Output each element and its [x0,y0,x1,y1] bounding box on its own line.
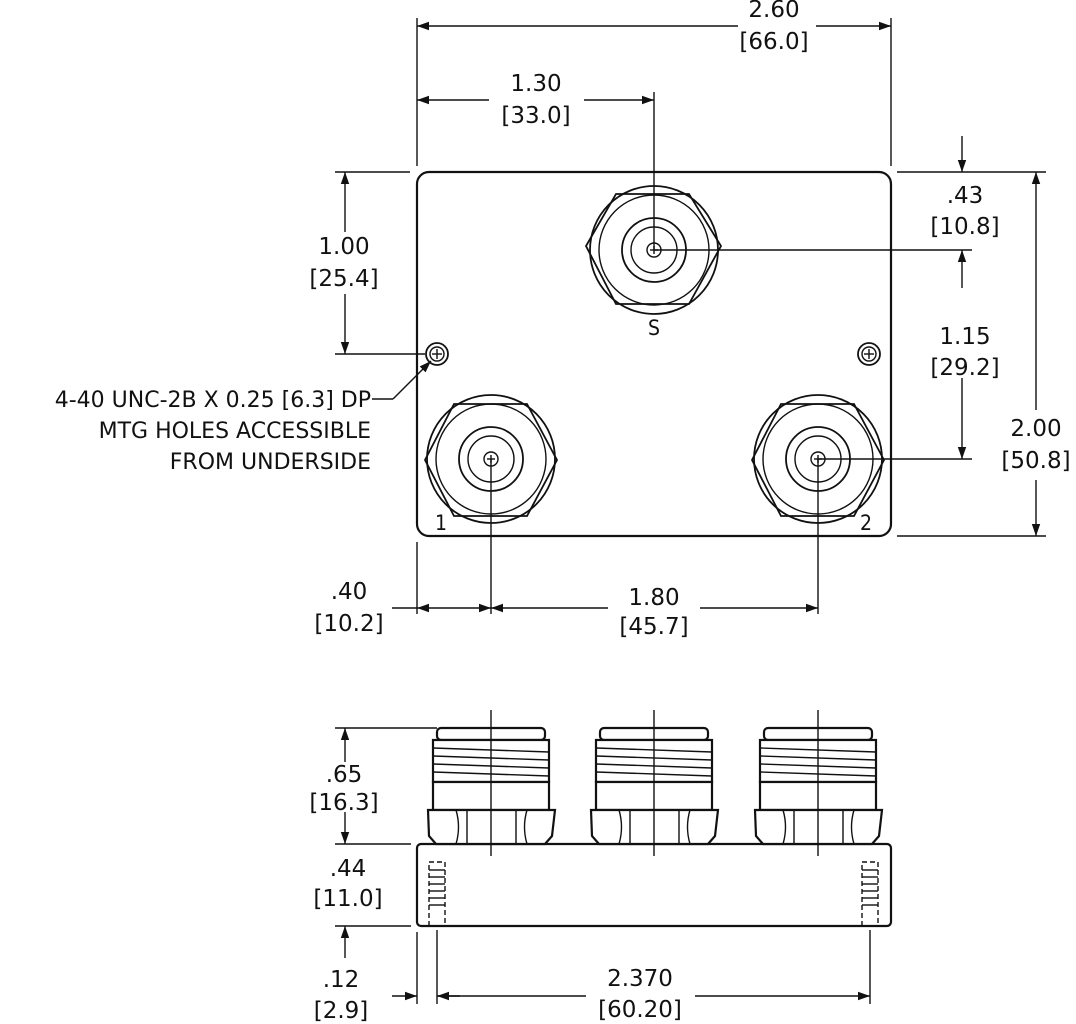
dim-port-spacing: 1.80 [45.7] [491,585,818,640]
svg-text:.65: .65 [326,762,363,788]
dim-connector-height: .65 [16.3] [309,728,379,844]
svg-text:[66.0]: [66.0] [739,29,808,55]
dim-s-to-ports: 1.15 [29.2] [930,324,1000,459]
dim-height: 2.00 [50.8] [1001,172,1071,536]
svg-text:4-40 UNC-2B X 0.25 [6.3] DP: 4-40 UNC-2B X 0.25 [6.3] DP [55,388,371,413]
svg-text:1.30: 1.30 [510,71,561,97]
side-connector-2 [753,710,884,856]
svg-text:1.80: 1.80 [628,585,679,611]
svg-text:.44: .44 [330,856,367,882]
dim-hole-from-top: 1.00 [25.4] [309,172,379,354]
dim-port1-offset: .40 [10.2] [314,579,491,637]
dim-hole-spacing: 2.370 [60.20] [437,966,870,1023]
mounting-hole-right [857,342,881,366]
svg-text:.43: .43 [947,183,984,209]
svg-text:[11.0]: [11.0] [313,886,382,912]
svg-text:2.00: 2.00 [1010,416,1061,442]
dim-s-from-top: .43 [10.8] [930,136,1000,288]
svg-text:[2.9]: [2.9] [314,998,369,1024]
svg-text:[10.2]: [10.2] [314,611,383,637]
svg-text:2.60: 2.60 [748,0,799,23]
dim-hole-offset: .12 [2.9] [314,967,460,1024]
svg-text:[16.3]: [16.3] [309,790,378,816]
svg-text:2.370: 2.370 [607,966,673,992]
side-view-body [415,842,893,928]
svg-text:[33.0]: [33.0] [501,103,570,129]
svg-text:[25.4]: [25.4] [309,266,378,292]
svg-text:MTG HOLES ACCESSIBLE: MTG HOLES ACCESSIBLE [99,419,371,444]
svg-text:[29.2]: [29.2] [930,355,999,381]
side-connector-1 [426,710,557,856]
dim-width: 2.60 [66.0] [417,0,891,55]
side-mounting-hole-left [428,861,446,927]
svg-text:FROM UNDERSIDE: FROM UNDERSIDE [170,450,371,475]
port-label-1: 1 [435,511,447,535]
svg-text:[10.8]: [10.8] [930,214,999,240]
port-label-s: S [648,316,660,340]
svg-text:[45.7]: [45.7] [619,614,688,640]
dim-center-s: 1.30 [33.0] [417,71,654,129]
side-connector-s [589,710,720,856]
port-label-2: 2 [860,511,872,535]
svg-text:1.15: 1.15 [939,324,990,350]
svg-text:.40: .40 [331,579,368,605]
mounting-hole-note: 4-40 UNC-2B X 0.25 [6.3] DP MTG HOLES AC… [55,360,432,475]
svg-text:1.00: 1.00 [318,234,369,260]
top-view: S 1 2 2.60 [66.0] 1.30 [33.0] [55,0,1071,640]
svg-text:[50.8]: [50.8] [1001,448,1070,474]
svg-text:[60.20]: [60.20] [598,997,682,1023]
dim-body-height: .44 [11.0] [313,856,383,958]
side-mounting-hole-right [861,861,879,927]
mounting-hole-left [425,342,449,366]
side-view: .65 [16.3] .44 [11.0] .12 [2.9] 2.370 [6… [309,710,893,1024]
svg-text:.12: .12 [323,967,360,993]
